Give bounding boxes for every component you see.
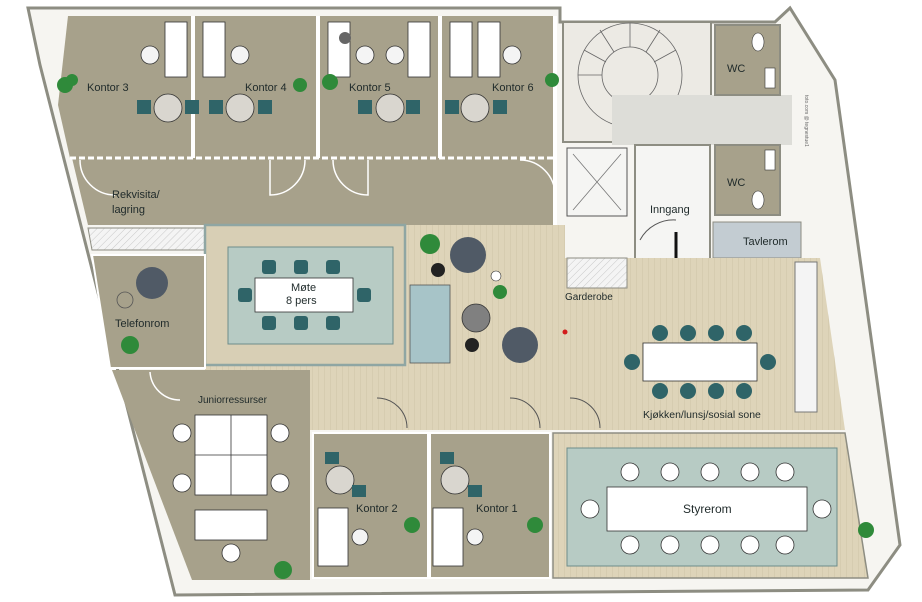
side-tables [431,263,502,352]
boardroom-chairs [580,462,832,555]
junior-door-swings [149,371,181,401]
plant-icon-lower [274,522,874,579]
plant-icon-phone [121,336,139,354]
label-wc-bottom: WC [727,177,745,189]
label-garderobe: Garderobe [565,292,613,303]
lower-office-furniture [317,452,543,567]
toilet-icon [751,32,776,210]
label-wc-top: WC [727,63,745,75]
label-mote: Møte [291,282,316,294]
kitchen-counter [794,261,818,413]
label-mote-capacity: 8 pers [286,295,317,307]
plant-icon [57,73,559,93]
label-juniorressurser: Juniorressurser [198,395,268,406]
label-kjokken: Kjøkken/lunsj/sosial sone [643,409,761,421]
location-marker [562,329,568,335]
label-styrerom: Styrerom [683,502,732,516]
phone-side-table [116,291,134,309]
top-office-furniture [137,21,522,123]
meeting-table [254,277,354,313]
junior-desks [172,414,290,563]
label-lagring: lagring [112,204,145,216]
label-kontor-3: Kontor 3 [87,82,129,94]
phone-room-floor [90,254,206,369]
corridor-top-floor [72,158,555,225]
entrance-door-swing [639,219,677,241]
sofa [409,284,451,364]
drawing-credit: toto.com @ tegnestue1 [803,95,809,147]
label-rekvisita: Rekvisita/ [112,189,161,201]
tavlerom-room [712,221,802,259]
plant-icon-lounge [420,234,507,299]
entrance-hall [634,144,711,261]
label-tavlerom: Tavlerom [743,236,788,248]
boardroom-table [606,486,808,532]
kitchen-chairs [624,325,776,399]
garderobe-area [566,257,628,289]
label-kontor-6: Kontor 6 [492,82,534,94]
label-inngang: Inngang [650,204,690,216]
door-swings-corridor [79,159,556,196]
label-kontor-2: Kontor 2 [356,503,398,515]
label-kontor-1: Kontor 1 [476,503,518,515]
kitchen-table [642,342,758,382]
room-labels: Kontor 3 Kontor 4 Kontor 5 Kontor 6 WC W… [87,63,788,516]
elevator-cross [572,153,622,211]
armchair-icon [450,237,538,363]
meeting-chairs [238,260,371,330]
lobby-hall [612,95,792,145]
label-telefonrom: Telefonrom [115,318,169,330]
storage-room [87,227,206,251]
lower-door-swings [376,397,601,429]
armchair-icon-phone [136,267,168,299]
label-kontor-5: Kontor 5 [349,82,391,94]
label-kontor-4: Kontor 4 [245,82,287,94]
